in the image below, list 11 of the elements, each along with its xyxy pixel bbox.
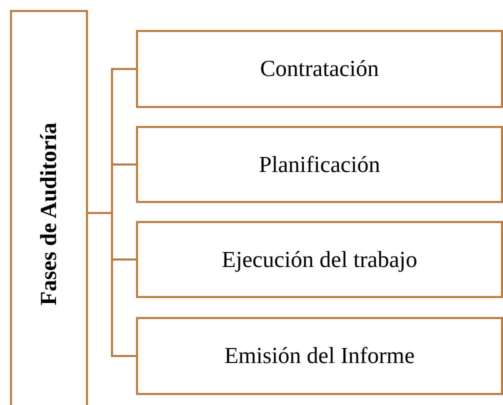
phase-label: Emisión del Informe [224, 343, 415, 369]
title-band [10, 10, 88, 405]
phase-label: Contratación [260, 56, 379, 82]
phase-label: Planificación [258, 152, 380, 178]
phase-box [136, 30, 503, 108]
phase-box [136, 126, 503, 203]
phase-label: Ejecución del trabajo [222, 246, 418, 272]
phase-box [136, 317, 503, 395]
band-title: Fases de Auditoría [36, 122, 62, 305]
phase-box [136, 221, 503, 298]
connector-line [88, 212, 136, 357]
